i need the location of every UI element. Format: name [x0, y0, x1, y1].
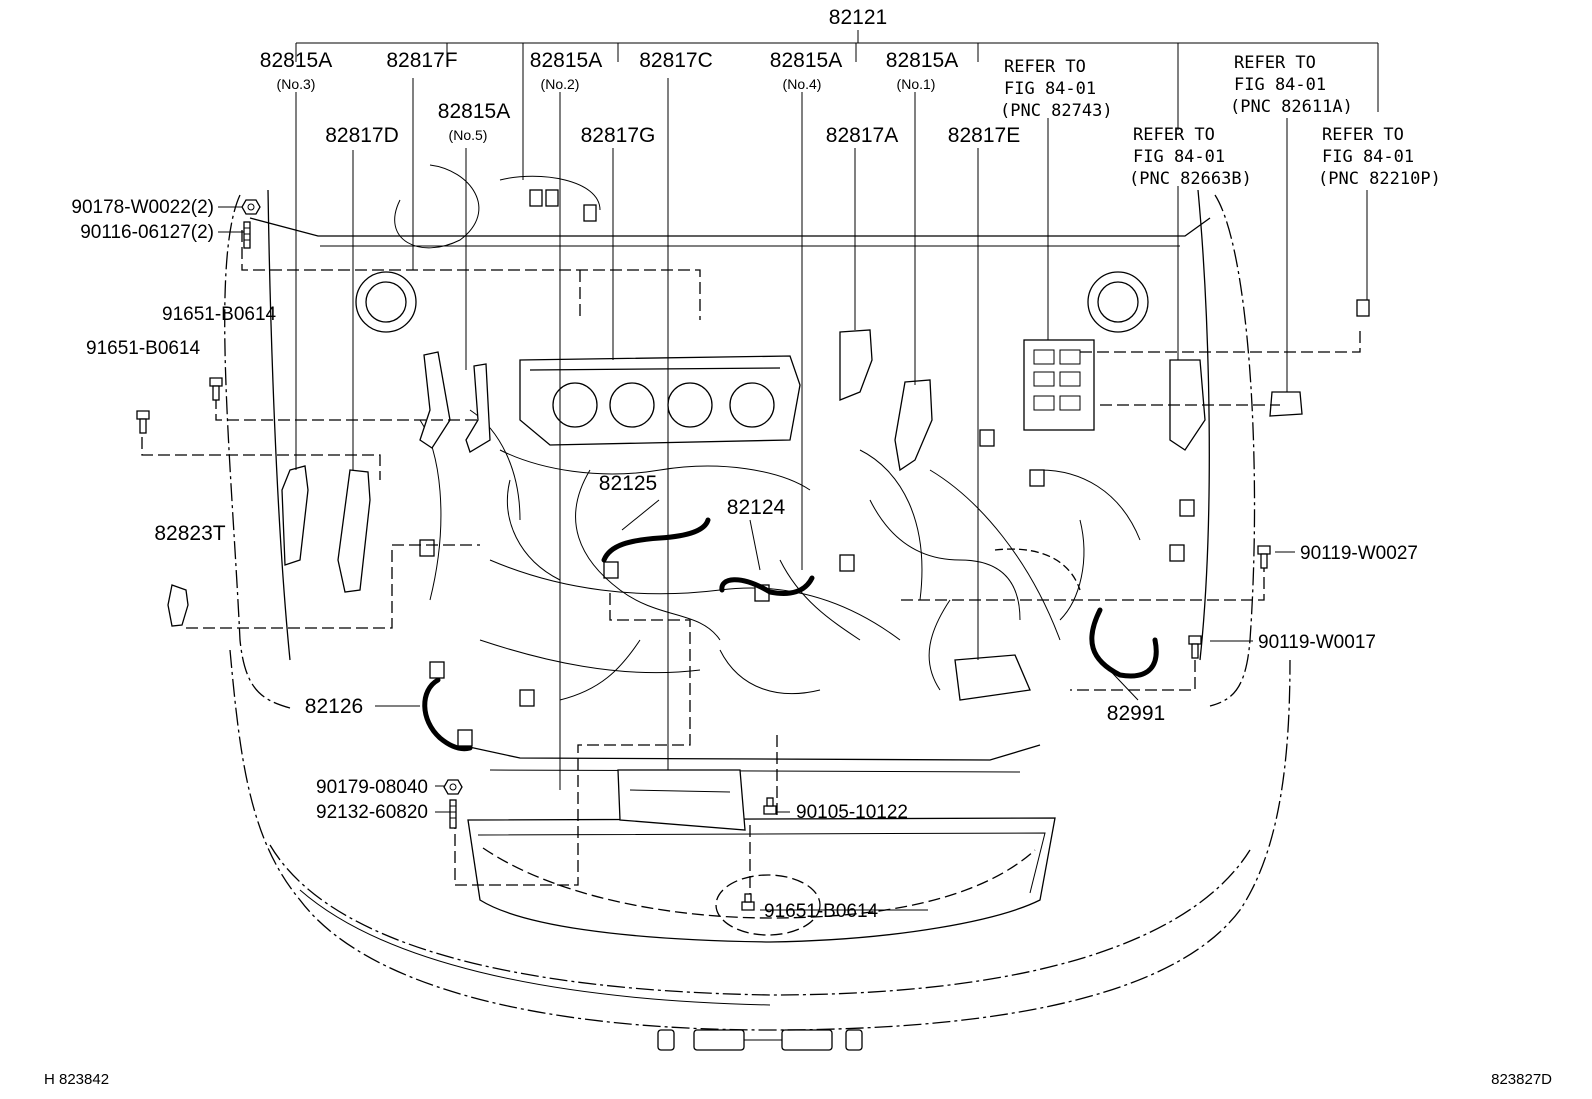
stud-icon: [243, 221, 251, 249]
harness-label-82126: 82126: [305, 695, 363, 718]
main-part-label: 82121: [829, 6, 887, 29]
fastener-label-92132-60820: 92132-60820: [316, 802, 428, 823]
top-label-82815A-no2: 82815A: [530, 49, 602, 72]
stud-icon: [449, 799, 457, 829]
fastener-label-91651-B0614-c: 91651-B0614: [764, 901, 879, 922]
engine-components: [167, 164, 1370, 831]
refer-note-1-line3: (PNC 82743): [1000, 101, 1113, 121]
refer-note-3-line1: REFER TO: [1133, 125, 1215, 145]
fastener-label-90105-10122: 90105-10122: [796, 802, 908, 823]
fastener-label-91651-B0614-a: 91651-B0614: [162, 304, 277, 325]
refer-note-2-line2: FIG 84-01: [1234, 75, 1326, 95]
vehicle-body-outline: [224, 189, 1291, 1051]
part-labels: 82121 82815A (No.3) 82817F 82815A (No.2)…: [44, 6, 1552, 1088]
bolt-icon: [1188, 635, 1202, 659]
refer-note-4-line3: (PNC 82210P): [1318, 169, 1441, 189]
top-label-82815A-no3-sub: (No.3): [277, 76, 316, 92]
fastener-icons: [136, 199, 1271, 911]
top-label-82815A-no1-sub: (No.1): [897, 76, 936, 92]
label-82815A-no5: 82815A: [438, 100, 510, 123]
refer-note-1-line1: REFER TO: [1004, 57, 1086, 77]
label-82817A: 82817A: [826, 124, 898, 147]
top-label-82815A-no3: 82815A: [260, 49, 332, 72]
refer-note-2-line1: REFER TO: [1234, 53, 1316, 73]
refer-note-1-line2: FIG 84-01: [1004, 79, 1096, 99]
highlighted-harnesses: [422, 517, 1159, 752]
top-label-82815A-no2-sub: (No.2): [541, 76, 580, 92]
bolt-icon: [209, 377, 223, 401]
fastener-label-90119-W0027: 90119-W0027: [1300, 543, 1418, 564]
bolt-icon: [763, 797, 777, 815]
label-82817E: 82817E: [948, 124, 1020, 147]
refer-note-4-line2: FIG 84-01: [1322, 147, 1414, 167]
refer-note-4-line1: REFER TO: [1322, 125, 1404, 145]
refer-note-2-line3: (PNC 82611A): [1230, 97, 1353, 117]
nut-icon: [241, 199, 261, 215]
refer-note-3-line2: FIG 84-01: [1133, 147, 1225, 167]
bolt-icon: [741, 893, 755, 911]
caption-right: 823827D: [1491, 1071, 1552, 1088]
fastener-label-90119-W0017: 90119-W0017: [1258, 632, 1376, 653]
harness-label-82124: 82124: [727, 496, 786, 519]
caption-left: H 823842: [44, 1071, 109, 1088]
harness-label-82991: 82991: [1107, 702, 1165, 725]
label-82815A-no5-sub: (No.5): [449, 127, 488, 143]
top-label-82815A-no4-sub: (No.4): [783, 76, 822, 92]
bolt-icon: [1257, 545, 1271, 569]
fastener-label-90179-08040: 90179-08040: [316, 777, 428, 798]
fastener-label-90116-06127: 90116-06127(2): [80, 222, 214, 243]
label-82817G: 82817G: [581, 124, 656, 147]
top-label-82815A-no1: 82815A: [886, 49, 958, 72]
harness-label-82823T: 82823T: [154, 522, 225, 545]
refer-note-3-line3: (PNC 82663B): [1129, 169, 1252, 189]
fastener-label-90178-W0022: 90178-W0022(2): [71, 197, 214, 218]
top-label-82815A-no4: 82815A: [770, 49, 842, 72]
label-82817D: 82817D: [325, 124, 399, 147]
leader-lines: [141, 30, 1379, 911]
top-label-82817C: 82817C: [639, 49, 713, 72]
nut-icon: [443, 779, 463, 795]
top-label-82817F: 82817F: [386, 49, 457, 72]
fastener-label-91651-B0614-b: 91651-B0614: [86, 338, 201, 359]
harness-label-82125: 82125: [599, 472, 657, 495]
bolt-icon: [136, 410, 150, 434]
